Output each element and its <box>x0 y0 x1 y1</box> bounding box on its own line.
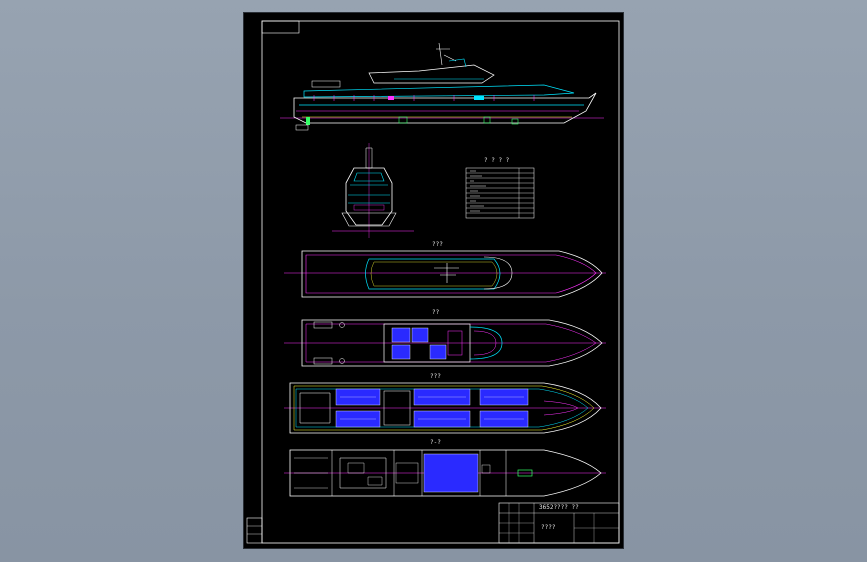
title-block <box>498 502 620 544</box>
plan-main-deck <box>284 382 606 434</box>
front-view <box>332 143 414 238</box>
binding-margin-box <box>246 517 263 544</box>
plan-top-deck <box>284 250 606 298</box>
table-title: ? ? ? ? <box>484 157 510 164</box>
plan-label-2: ?? <box>432 309 440 316</box>
drawing-sheet: ? ? ? ? ??? ?? ??? ?-? 3652???? ?? ???? <box>244 13 623 548</box>
title-block-code: 3652???? ?? <box>539 504 579 511</box>
plan-wheelhouse-deck <box>284 319 606 367</box>
cad-drawing <box>246 20 620 544</box>
drawing-border <box>261 20 620 544</box>
plan-label-4: ?-? <box>430 439 441 446</box>
side-profile-view <box>280 42 604 131</box>
title-block-name: ???? <box>541 524 556 531</box>
plan-label-1: ??? <box>432 241 443 248</box>
particulars-table <box>465 167 535 219</box>
corner-tag <box>261 20 300 34</box>
plan-label-3: ??? <box>430 373 441 380</box>
plan-below-deck <box>284 449 606 497</box>
